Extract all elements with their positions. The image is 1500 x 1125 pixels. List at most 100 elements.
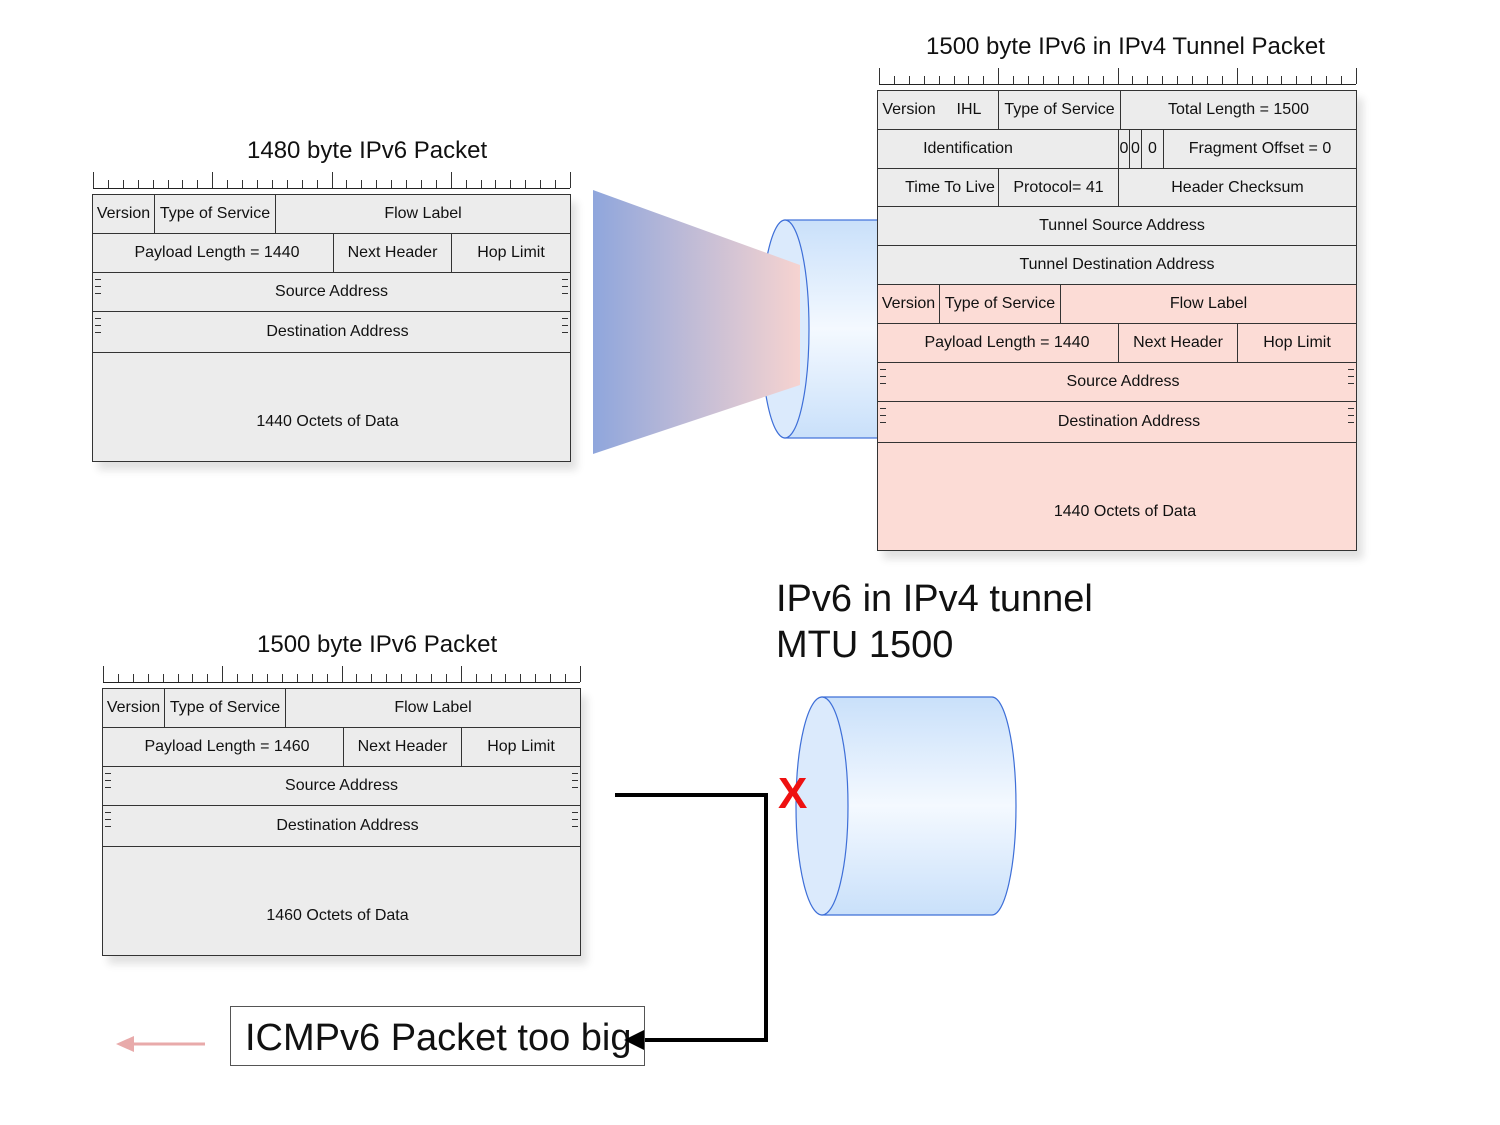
ruler-tick <box>923 76 925 84</box>
packet-b-row-1: Version Type of Service Flow Label <box>103 689 580 728</box>
icmp-message-text: ICMPv6 Packet too big <box>245 1017 632 1059</box>
ruler-tick <box>580 666 581 682</box>
ruler-tick <box>520 674 522 682</box>
tunnel-label-line-2: MTU 1500 <box>776 624 954 666</box>
ruler-tick <box>316 180 318 188</box>
ruler-tick <box>376 180 378 188</box>
ruler-tick <box>311 674 313 682</box>
ruler-tick <box>1042 76 1044 84</box>
ruler-tick <box>93 172 94 188</box>
ruler-tick <box>1206 76 1208 84</box>
packet-a-payload-length: Payload Length = 1440 <box>134 244 300 261</box>
ruler-tick <box>286 180 288 188</box>
packet-a-destination: Destination Address <box>266 323 409 340</box>
ruler-tick <box>147 674 149 682</box>
ruler-tick <box>893 76 895 84</box>
packet-a-next-header: Next Header <box>333 234 451 272</box>
ruler-tick <box>331 172 333 188</box>
ruler-tick <box>968 76 970 84</box>
inner-source-right-break <box>1348 369 1354 395</box>
ruler-tick <box>1221 76 1223 84</box>
ruler-tick <box>152 180 154 188</box>
ruler-tick <box>192 674 194 682</box>
ruler-tick <box>182 180 184 188</box>
packet-a-destination-right-break <box>562 318 568 344</box>
tunnel-checksum: Header Checksum <box>1118 169 1356 206</box>
packet-a-destination-left-break <box>95 318 101 344</box>
ruler-tick <box>480 180 482 188</box>
ruler-tick <box>1117 68 1119 84</box>
ruler-tick <box>435 180 437 188</box>
ruler-tick <box>242 180 244 188</box>
ruler-tick <box>301 180 303 188</box>
ruler-tick <box>550 674 552 682</box>
ruler-tick <box>401 674 403 682</box>
packet-b-destination: Destination Address <box>276 817 419 834</box>
packet-a-data: 1440 Octets of Data <box>256 413 399 430</box>
ruler-tick <box>137 180 139 188</box>
tunnel-protocol: Protocol= 41 <box>998 169 1118 206</box>
ruler-tick <box>346 180 348 188</box>
ruler-tick <box>570 172 571 188</box>
ruler-tick <box>281 674 283 682</box>
ruler-tick <box>1266 76 1268 84</box>
ruler-tick <box>1162 76 1164 84</box>
tunnel-row-1: Version IHL Type of Service Total Length… <box>878 91 1356 130</box>
ruler-tick <box>162 674 164 682</box>
ruler-tick <box>1192 76 1194 84</box>
inner-payload-length: Payload Length = 1440 <box>924 334 1090 351</box>
ruler-tick <box>252 674 254 682</box>
ruler-tick <box>207 674 209 682</box>
ruler-tick <box>197 180 199 188</box>
tunnel-destination-address: Tunnel Destination Address <box>1019 256 1215 273</box>
inner-destination-right-break <box>1348 408 1354 434</box>
packet-a-row-destination: Destination Address <box>93 312 570 353</box>
packet-b-title: 1500 byte IPv6 Packet <box>257 631 498 658</box>
inner-flow-label: Flow Label <box>1060 285 1356 323</box>
ruler-tick <box>1177 76 1179 84</box>
packet-b-destination-right-break <box>572 812 578 838</box>
inner-row-1: Version Type of Service Flow Label <box>878 285 1356 324</box>
icmp-arrowhead-icon <box>624 1030 644 1050</box>
ruler-tick <box>465 180 467 188</box>
packet-b-flow-label: Flow Label <box>285 689 580 727</box>
tunnel-flag-3: 0 <box>1141 130 1163 168</box>
ruler-tick <box>212 172 214 188</box>
packet-a-row-source: Source Address <box>93 273 570 312</box>
inner-destination-left-break <box>880 408 886 434</box>
inner-data: 1440 Octets of Data <box>1053 503 1197 520</box>
ruler-tick <box>450 172 452 188</box>
inner-destination: Destination Address <box>1057 413 1201 430</box>
ruler-tick <box>361 180 363 188</box>
ruler-tick <box>117 674 119 682</box>
tunnel-flag-1: 0 <box>1118 130 1129 168</box>
ruler-tick <box>326 674 328 682</box>
tunnel-tos: Type of Service <box>998 91 1120 129</box>
ruler-tick <box>271 180 273 188</box>
ruler-tick <box>132 674 134 682</box>
ruler-tick <box>1028 76 1030 84</box>
ruler-tick <box>420 180 422 188</box>
ruler-tick <box>356 674 358 682</box>
icmp-message-box: ICMPv6 Packet too big <box>230 1006 645 1066</box>
inner-hop-limit: Hop Limit <box>1237 324 1356 362</box>
packet-b-next-header: Next Header <box>343 728 461 766</box>
tunnel-ttl: Time To Live <box>905 178 995 196</box>
ruler-tick <box>938 76 940 84</box>
packet-a-source: Source Address <box>275 283 388 300</box>
ruler-tick <box>222 666 224 682</box>
inner-source: Source Address <box>1066 373 1180 390</box>
inner-version: Version <box>881 295 936 312</box>
packet-b-tos: Type of Service <box>164 689 285 727</box>
ruler-tick <box>525 180 527 188</box>
inner-row-destination: Destination Address <box>878 402 1356 443</box>
packet-a-title: 1480 byte IPv6 Packet <box>247 137 488 164</box>
packet-a-row-2: Payload Length = 1440 Next Header Hop Li… <box>93 234 570 273</box>
ruler-tick <box>879 68 880 84</box>
ruler-tick <box>460 666 462 682</box>
ruler-tick <box>998 68 1000 84</box>
ruler-tick <box>1132 76 1134 84</box>
ruler-tick <box>540 180 542 188</box>
packet-a-source-left-break <box>95 279 101 305</box>
packet-b-hop-limit: Hop Limit <box>461 728 580 766</box>
